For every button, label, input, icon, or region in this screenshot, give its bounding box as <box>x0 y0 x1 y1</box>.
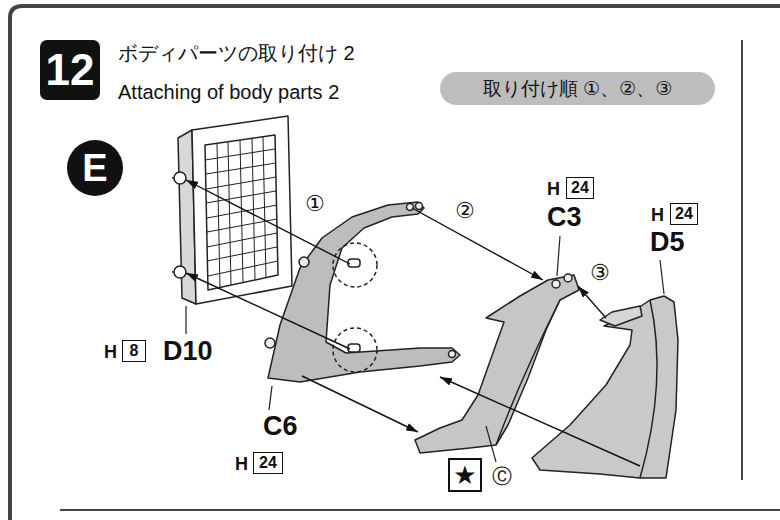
grille-part <box>206 191 276 203</box>
bracket-part <box>348 344 360 352</box>
grille-part <box>172 116 292 304</box>
paint-code-box: 24 <box>571 180 589 196</box>
cover-part <box>600 306 642 326</box>
paint-code-box: 24 <box>670 203 698 225</box>
leader-lines <box>185 306 186 334</box>
order-badge: 取り付け順 ①、②、③ <box>483 79 672 98</box>
grille-part <box>206 177 276 189</box>
grille-part <box>206 163 276 174</box>
callout-number: ① <box>305 193 325 215</box>
part-number: C6 <box>263 413 298 440</box>
order-badge: 取り付け順 ①、②、③ <box>440 72 715 105</box>
paint-code-box: 24 <box>259 455 277 471</box>
page-frame <box>10 6 780 520</box>
assembly-arrow <box>412 208 543 280</box>
step-title: ボディパーツの取り付け 2 <box>118 43 355 63</box>
section-letter: E <box>67 140 123 196</box>
leader-lines <box>557 236 560 276</box>
decal-mark-box: ★ <box>448 458 482 492</box>
part-outline: D10 <box>160 112 300 370</box>
part-number: C3 <box>547 204 582 231</box>
assembly-arrow <box>302 376 418 432</box>
assembly-arrow <box>186 180 350 264</box>
leader-lines <box>186 236 664 462</box>
paint-code-box: 8 <box>130 343 139 359</box>
bracket-part <box>333 243 377 287</box>
side-panel-part <box>496 300 560 445</box>
bracket-part <box>265 202 460 382</box>
part-number: D10 <box>163 338 213 365</box>
paint-prefix: H <box>104 343 117 361</box>
bracket-part <box>333 328 377 372</box>
part-number: D5 <box>650 229 685 256</box>
paint-code-box: 8 <box>122 340 146 362</box>
grille-part <box>192 116 292 304</box>
bracket-part <box>449 351 456 358</box>
bracket-part <box>268 202 460 382</box>
section-letter: E <box>82 149 107 187</box>
bracket-part <box>407 204 414 211</box>
step-title-english: Attaching of body parts 2 <box>118 82 339 102</box>
part-outline: C3 <box>410 200 586 458</box>
grille-part <box>207 233 277 247</box>
bracket-part <box>416 203 423 210</box>
grille-part <box>207 247 277 261</box>
grille-part <box>174 172 186 184</box>
step-number: 12 <box>46 48 95 92</box>
paint-prefix: H <box>651 206 664 224</box>
page-frame <box>10 6 780 520</box>
paint-prefix: H <box>235 455 248 473</box>
assembly-arrow <box>440 377 640 466</box>
grille-part <box>208 261 278 276</box>
leader-lines <box>660 260 664 294</box>
bracket-part <box>265 338 275 348</box>
leader-lines <box>486 426 496 462</box>
leader-lines <box>269 386 272 410</box>
decal-callout: Ⓒ <box>492 466 512 486</box>
side-panel-part <box>415 274 579 453</box>
callout-number: ② <box>455 200 475 222</box>
step-number: 12 <box>40 40 100 100</box>
grille-part <box>174 266 186 278</box>
bracket-part <box>348 259 360 267</box>
paint-code-box: 24 <box>675 206 693 222</box>
assembly-arrow <box>578 286 606 318</box>
page-frame <box>741 40 743 480</box>
page-frame <box>60 509 780 511</box>
side-panel-part <box>415 275 579 453</box>
grille-part <box>205 137 278 288</box>
decal-mark-box: ★ <box>453 462 476 488</box>
bracket-part <box>299 257 309 267</box>
side-panel-part <box>564 274 572 282</box>
part-outline: C6 <box>255 195 465 450</box>
grille-part <box>205 135 278 290</box>
grille-part <box>205 149 275 160</box>
paint-code-box: 24 <box>566 177 594 199</box>
callout-number: ③ <box>590 262 610 284</box>
side-panel-part <box>552 280 560 288</box>
paint-code-box: 24 <box>253 452 283 474</box>
cover-part <box>640 300 657 478</box>
grille-part <box>207 205 277 218</box>
paint-prefix: H <box>547 180 560 198</box>
